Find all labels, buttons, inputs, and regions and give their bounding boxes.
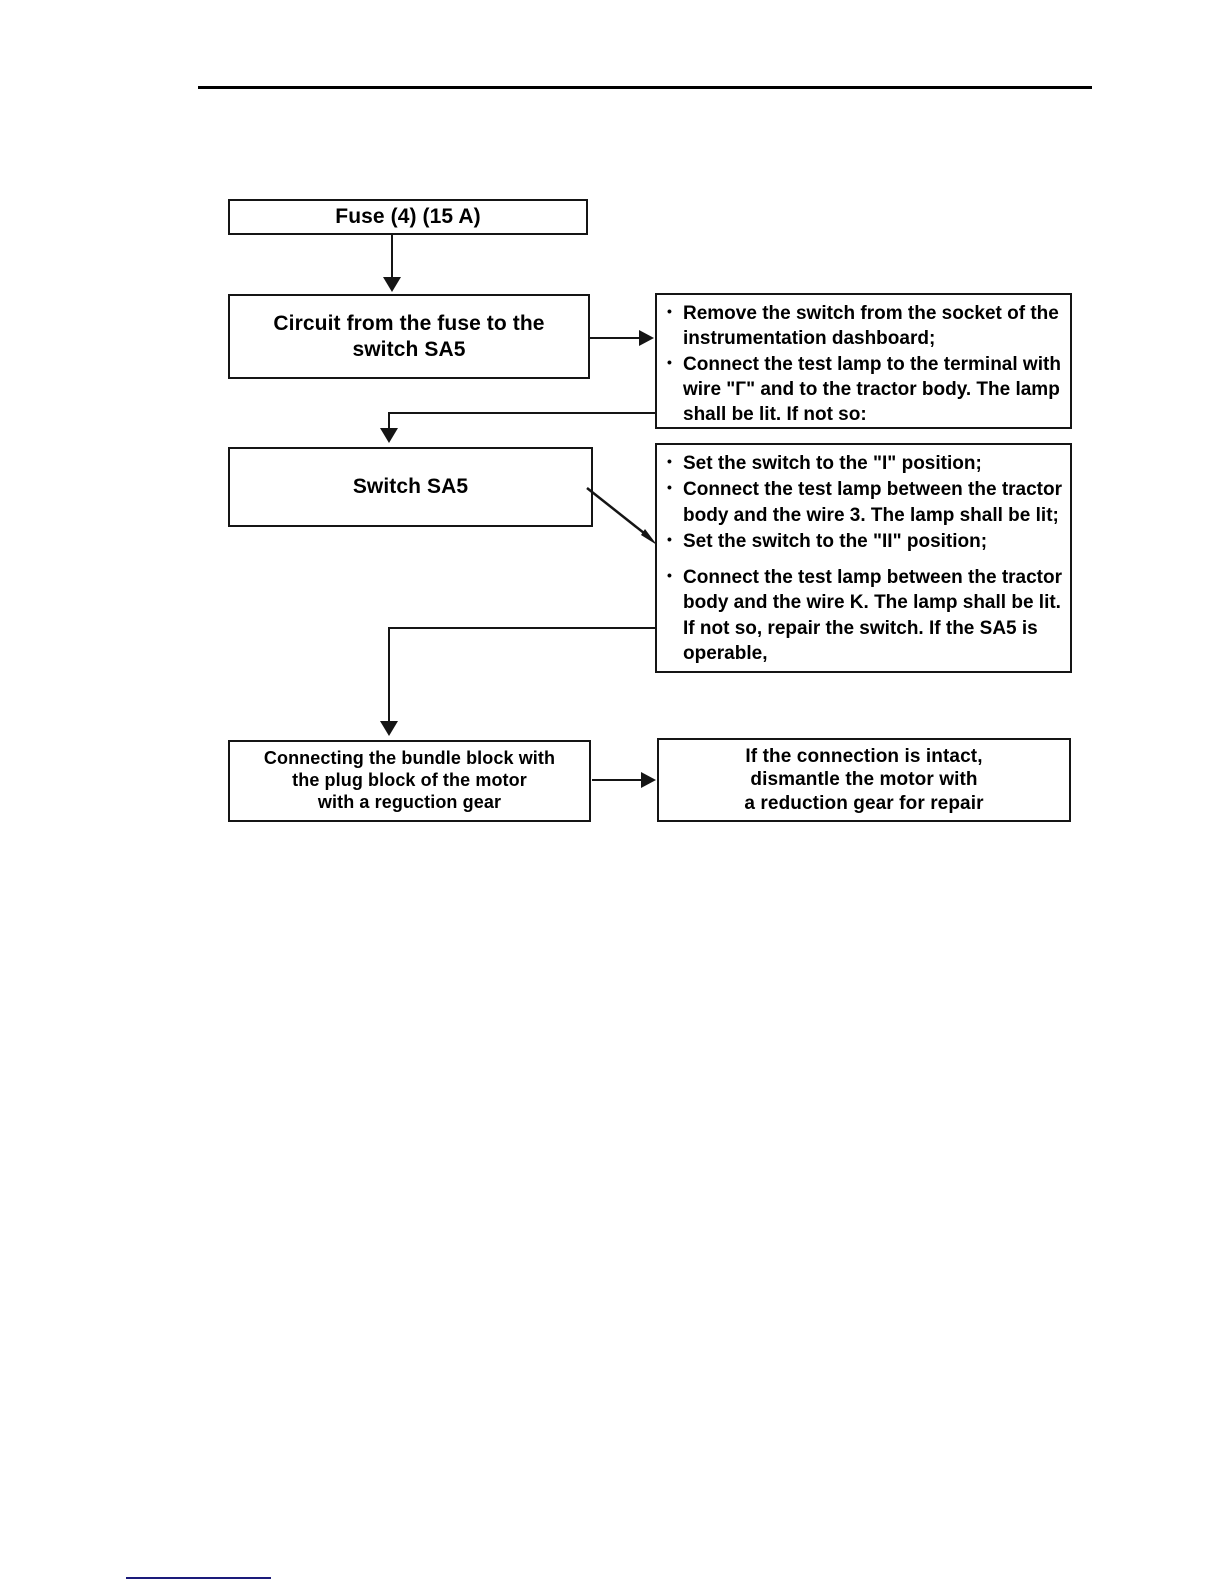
connector-fuse-to-circuit-line [391,235,393,279]
flow-box-switch-label: Switch SA5 [352,475,469,499]
flow-box-circuit: Circuit from the fuse to the switch SA5 [228,294,590,379]
checklist-switch: Set the switch to the "I" position; Conn… [665,450,1064,666]
flow-box-fuse: Fuse (4) (15 A) [228,199,588,235]
connector-checks-to-switch-vertical [388,412,390,430]
list-item: Set the switch to the "II" position; [665,528,1064,554]
checklist-circuit: Remove the switch from the socket of the… [665,300,1064,427]
list-item: Connect the test lamp between the tracto… [665,476,1064,528]
connector-circuit-to-checks-line [590,337,640,339]
flow-box-fuse-label: Fuse (4) (15 A) [335,205,481,229]
flow-box-circuit-label: Circuit from the fuse to the switch SA5 [273,311,545,361]
connector-fuse-to-circuit-arrowhead [383,277,401,292]
connector-circuit-to-checks-arrowhead [639,330,654,346]
checklist-box-circuit: Remove the switch from the socket of the… [655,293,1072,429]
flow-box-dismantle-label: If the connection is intact, dismantle t… [744,746,984,814]
flow-box-connect-bundle: Connecting the bundle block with the plu… [228,740,591,822]
connector-checks-to-connect-arrowhead [380,721,398,736]
connector-checks-to-switch-horizontal [388,412,656,414]
list-item: Set the switch to the "I" position; [665,450,1064,476]
list-item: Connect the test lamp to the terminal wi… [665,351,1064,427]
connector-checks-to-connect-horizontal [388,627,656,629]
header-rule [198,86,1092,89]
footer-rule [126,1577,271,1579]
list-item: Connect the test lamp between the tracto… [665,564,1064,666]
connector-checks-to-connect-vertical [388,627,390,723]
flow-box-dismantle: If the connection is intact, dismantle t… [657,738,1071,822]
connector-switch-to-checks-diagonal [586,487,657,545]
list-item: Remove the switch from the socket of the… [665,300,1064,351]
connector-connect-to-dismantle-arrowhead [641,772,656,788]
connector-checks-to-switch-arrowhead [380,428,398,443]
checklist-box-switch: Set the switch to the "I" position; Conn… [655,443,1072,673]
flow-box-switch: Switch SA5 [228,447,593,527]
connector-connect-to-dismantle-line [592,779,642,781]
flow-box-connect-bundle-label: Connecting the bundle block with the plu… [263,748,556,812]
